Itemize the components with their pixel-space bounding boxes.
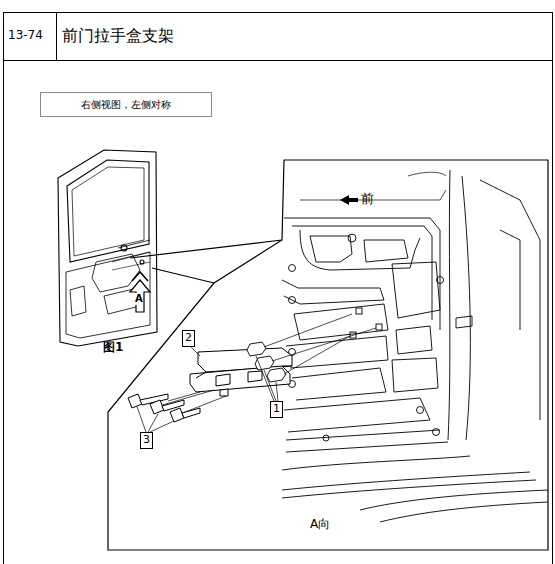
door-figure-part [66,252,150,338]
view-arrow-part [130,280,150,312]
handle-box-bracket-part [220,389,228,396]
door-inner-panel-part [284,398,430,432]
zoom-outline-part [130,240,282,258]
view-arrow [130,272,150,312]
callout-number-text: 2 [185,332,192,344]
door-inner-panel-part [392,358,438,392]
view-letter: A [135,293,143,305]
door-inner-panel-part [292,226,432,320]
door-inner-panel-part [456,316,472,328]
door-inner-panel-part [360,490,548,522]
callout-number: 1 [270,401,283,418]
panel-holes-part [323,435,329,441]
page-frame-part [4,60,553,61]
figure-label: 图1 [103,341,123,355]
door-inner-panel-part [408,172,446,176]
door-figure-part [112,252,150,270]
zoom-outline [108,160,548,550]
door-figure [58,150,157,346]
screws [128,394,200,422]
callout-number: 3 [140,432,153,449]
assembly-lines-part [264,370,276,401]
panel-holes-part [433,429,440,436]
door-inner-panel-part [364,240,408,262]
door-figure-part [72,167,144,256]
panel-holes [289,234,444,441]
door-inner-panel [282,170,548,522]
zoom-outline-part [152,268,214,283]
door-inner-panel-part [462,176,470,440]
screws-part [170,408,184,422]
door-inner-panel-part [282,456,470,470]
panel-holes-part [289,265,296,272]
note-box: 右侧视图，左侧对称 [40,92,212,117]
door-figure-part [118,240,150,248]
page-frame-part [4,13,553,564]
door-figure-part [121,245,127,251]
view-label: A向 [310,518,330,532]
screws-part [182,408,200,418]
clip-nuts-part [255,356,274,370]
door-inner-panel-part [286,430,448,452]
assembly-lines-part [276,382,278,401]
door-inner-panel-part [448,170,450,440]
panel-holes-part [417,407,424,414]
door-figure-part [67,160,149,262]
handle-box-bracket-part [216,371,262,386]
handle-box-bracket-part [190,366,290,392]
panel-holes-part [348,234,356,242]
assembly-lines-part [272,328,376,361]
door-figure-part [58,150,157,346]
zoom-outline-part [108,160,548,550]
door-inner-panel-part [310,236,352,262]
clip-nuts-part [247,342,266,356]
clip-nuts-part [267,368,286,382]
door-inner-panel-part [282,472,536,498]
door-figure-part [70,286,86,316]
callout-number: 2 [182,330,195,347]
page-frame [4,13,553,564]
callout-number-text: 1 [273,403,280,415]
door-inner-panel-part [392,262,440,318]
assembly-lines-part [256,356,274,401]
door-inner-panel-part [284,218,440,330]
panel-holes-part [289,297,296,304]
door-inner-panel-part [300,230,420,270]
door-inner-panel-part [292,368,386,400]
page-title: 前门拉手盒支架 [62,27,174,45]
door-inner-panel-part [500,230,520,330]
door-inner-panel-part [282,280,384,304]
assembly-lines-part [150,420,176,432]
assembly-lines-part [136,404,146,432]
door-inner-panel-part [396,326,432,354]
assembly-lines [136,314,376,432]
door-inner-panel-part [480,180,540,420]
section-number: 13-74 [8,29,43,43]
page-frame-part [56,13,57,61]
door-figure-part [92,254,140,292]
panel-holes-part [437,277,444,284]
note-box-text: 右侧视图，左侧对称 [81,99,171,110]
door-inner-panel-part [294,304,388,340]
view-arrow-part [132,272,148,281]
front-direction: 前 [361,192,374,207]
assembly-lines-part [284,336,350,374]
panel-holes-part [356,308,362,314]
panel-holes-part [376,324,382,330]
callout-number-text: 3 [143,434,150,446]
